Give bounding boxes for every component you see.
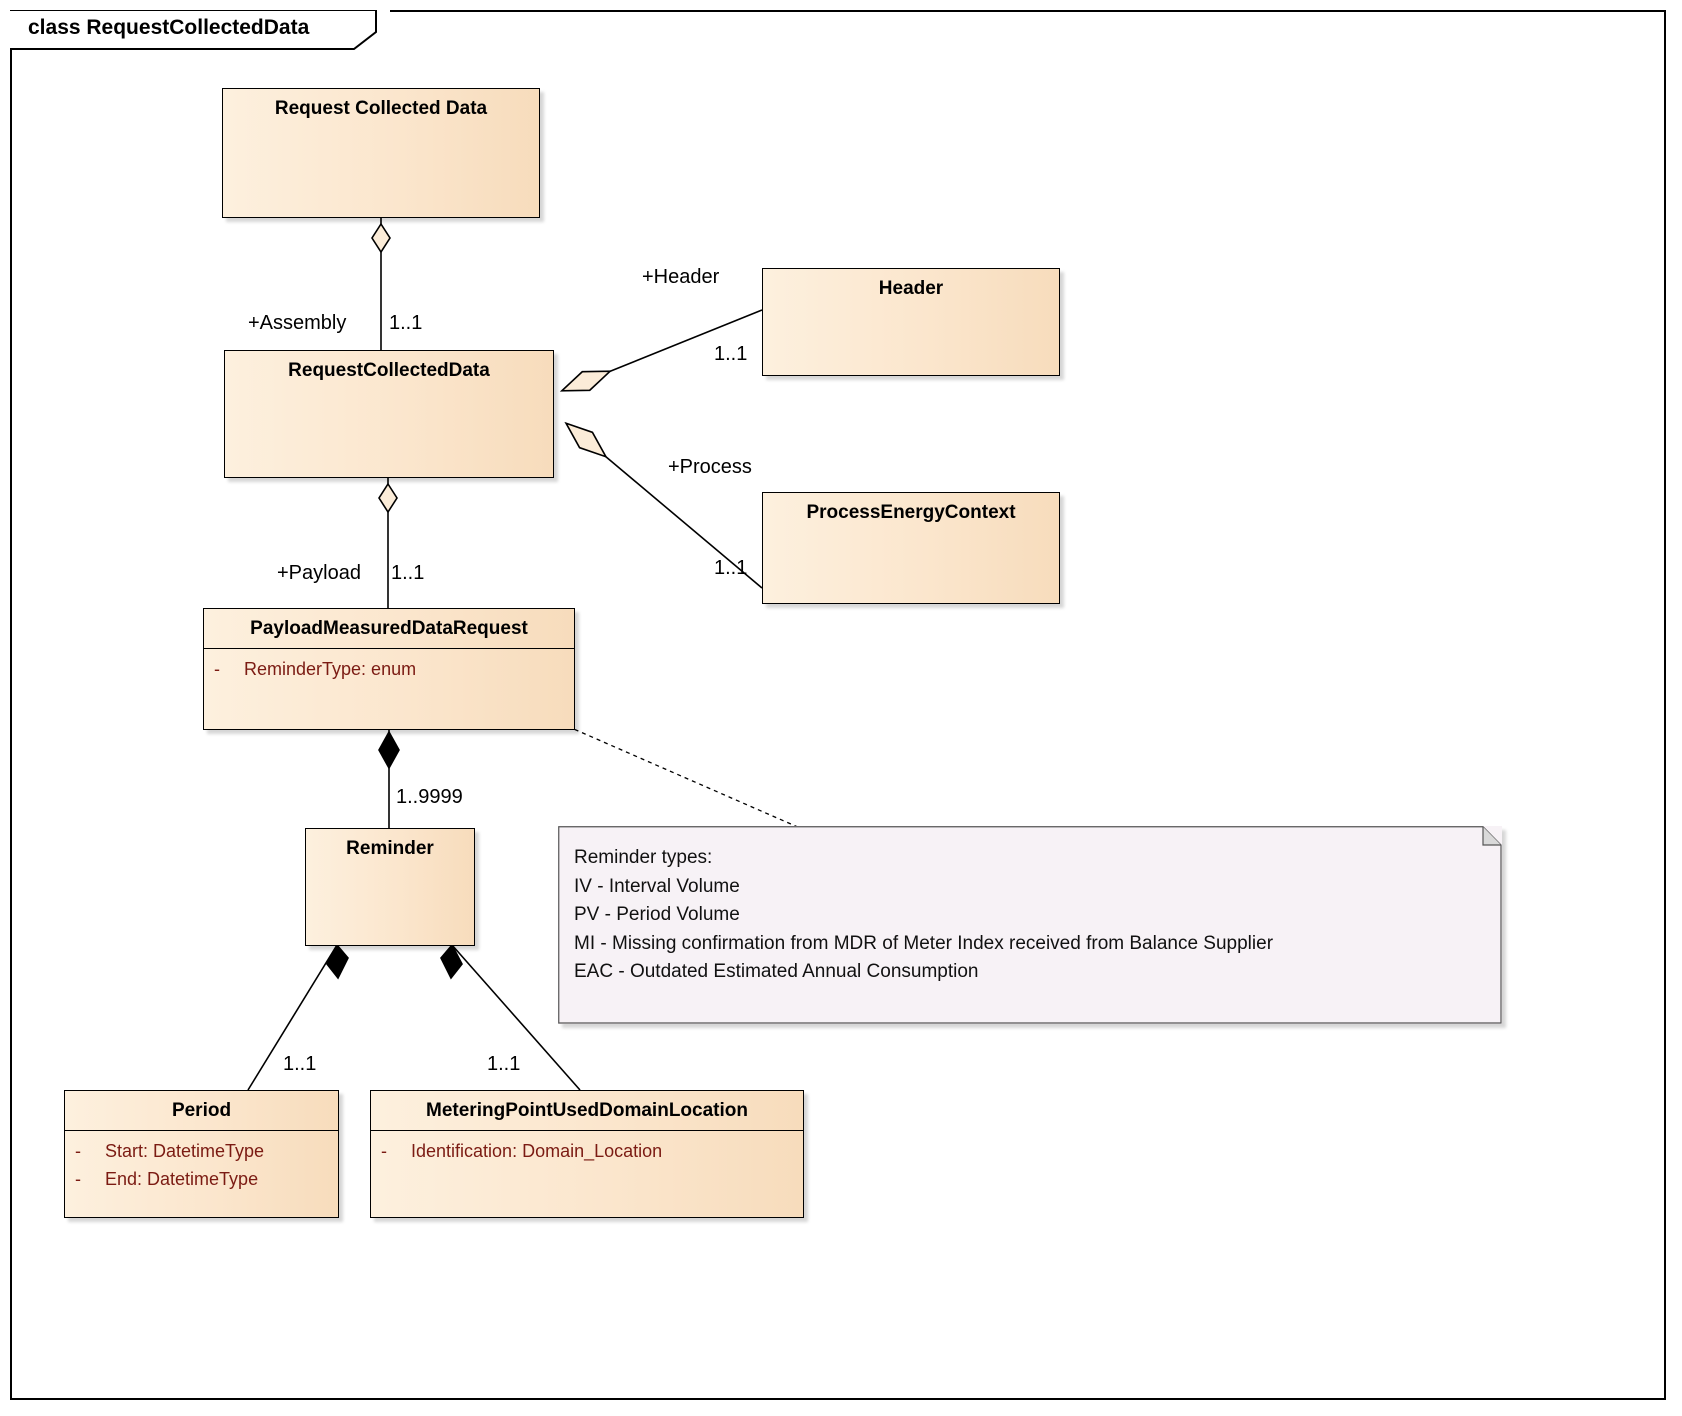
note-text: Reminder types: IV - Interval Volume PV … (558, 826, 1502, 999)
edge-label-process-role: +Process (668, 456, 752, 478)
attribute-signature: End: DatetimeType (105, 1169, 259, 1190)
note-line: Reminder types: (574, 847, 713, 868)
class-period[interactable]: Period - Start: DatetimeType - End: Date… (64, 1090, 339, 1218)
edge-label-payload-multiplicity: 1..1 (391, 562, 425, 584)
note-line: IV - Interval Volume (574, 875, 740, 897)
class-compartment-separator (204, 647, 574, 649)
class-name: Header (878, 278, 944, 299)
attribute-row[interactable]: - Start: DatetimeType (65, 1137, 338, 1165)
class-metering-point-used-domain-location[interactable]: MeteringPointUsedDomainLocation - Identi… (370, 1090, 804, 1218)
note-line: PV - Period Volume (574, 904, 740, 925)
diagram-title: class RequestCollectedData (28, 16, 310, 39)
attribute-list: - Start: DatetimeType - End: DatetimeTyp… (65, 1131, 338, 1200)
attribute-visibility: - (75, 1169, 81, 1190)
note-shape (558, 826, 1502, 1024)
class-compartment-separator (371, 1129, 803, 1131)
class-name: MeteringPointUsedDomainLocation (426, 1100, 748, 1121)
frame-tab-shape (10, 10, 377, 50)
class-name: ProcessEnergyContext (806, 502, 1016, 523)
attribute-signature: Start: DatetimeType (105, 1140, 265, 1161)
class-header[interactable]: Header (762, 268, 1060, 376)
attribute-list: - Identification: Domain_Location (371, 1131, 803, 1171)
edge-label-assembly-role: +Assembly (248, 312, 347, 334)
note-reminder-types[interactable]: Reminder types: IV - Interval Volume PV … (558, 826, 1502, 1024)
attribute-visibility: - (214, 658, 220, 679)
edge-label-assembly-multiplicity: 1..1 (389, 312, 423, 334)
edge-label-metering-point-multiplicity: 1..1 (487, 1053, 521, 1075)
class-name: Period (171, 1100, 232, 1121)
attribute-list: - ReminderType: enum (204, 649, 574, 689)
edge-label-period-multiplicity: 1..1 (283, 1053, 317, 1075)
class-reminder[interactable]: Reminder (305, 828, 475, 946)
class-name: RequestCollectedData (288, 360, 490, 381)
edge-label-reminder-multiplicity: 1..9999 (396, 786, 463, 808)
attribute-visibility: - (75, 1140, 81, 1161)
note-line: EAC - Outdated Estimated Annual Consumpt… (574, 961, 979, 982)
class-name: PayloadMeasuredDataRequest (250, 618, 528, 639)
attribute-row[interactable]: - ReminderType: enum (204, 655, 574, 683)
attribute-row[interactable]: - Identification: Domain_Location (371, 1137, 803, 1165)
class-request-collected-data[interactable]: RequestCollectedData (224, 350, 554, 478)
edge-label-header-multiplicity: 1..1 (714, 343, 748, 365)
note-line: MI - Missing confirmation from MDR of Me… (574, 932, 1274, 954)
attribute-signature: ReminderType: enum (244, 658, 417, 679)
edge-label-process-multiplicity: 1..1 (714, 557, 748, 579)
class-name: Reminder (346, 838, 434, 859)
edge-label-payload-role: +Payload (277, 562, 361, 584)
attribute-row[interactable]: - End: DatetimeType (65, 1165, 338, 1193)
edge-label-header-role: +Header (642, 266, 720, 288)
class-request-collected-data-package[interactable]: Request Collected Data (222, 88, 540, 218)
class-name: Request Collected Data (274, 98, 488, 119)
diagram-frame-tab (10, 10, 390, 50)
attribute-visibility: - (381, 1140, 387, 1161)
class-payload-measured-data-request[interactable]: PayloadMeasuredDataRequest - ReminderTyp… (203, 608, 575, 730)
class-process-energy-context[interactable]: ProcessEnergyContext (762, 492, 1060, 604)
class-compartment-separator (65, 1129, 338, 1131)
attribute-signature: Identification: Domain_Location (411, 1140, 663, 1161)
